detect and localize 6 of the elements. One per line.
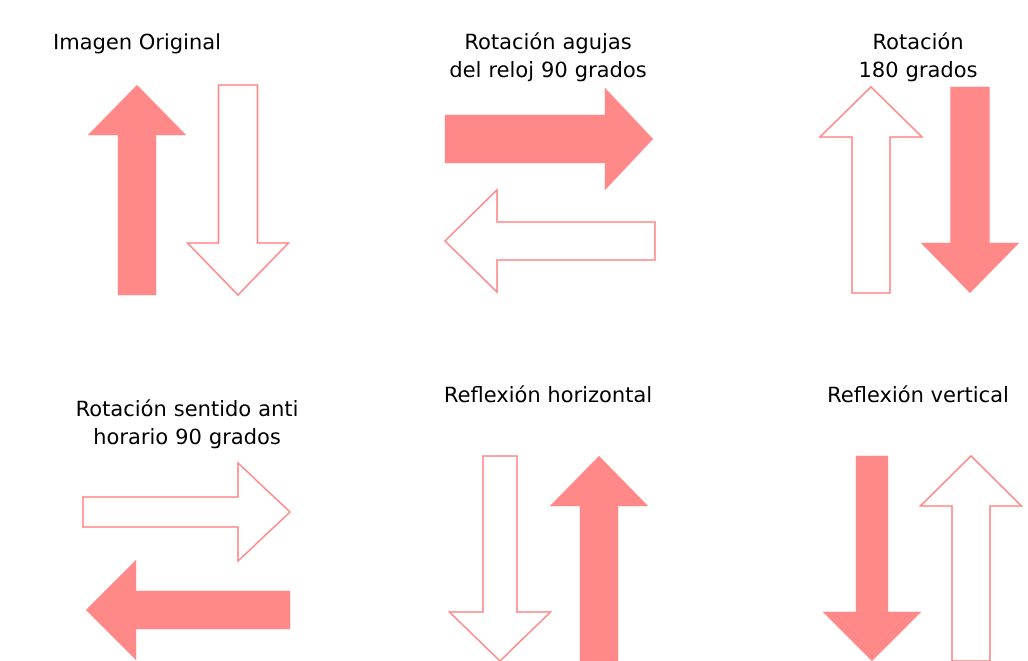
panel-title: Rotación sentido anti horario 90 grados — [77, 399, 297, 449]
panel-title: Reflexión vertical — [829, 385, 1007, 403]
panel-title: Reflexión horizontal — [445, 385, 651, 403]
panel-title: Rotación 180 grados — [860, 32, 977, 82]
panel-title: Imagen Original — [55, 33, 219, 54]
panel-title: Rotación agujas del reloj 90 grados — [450, 32, 646, 82]
